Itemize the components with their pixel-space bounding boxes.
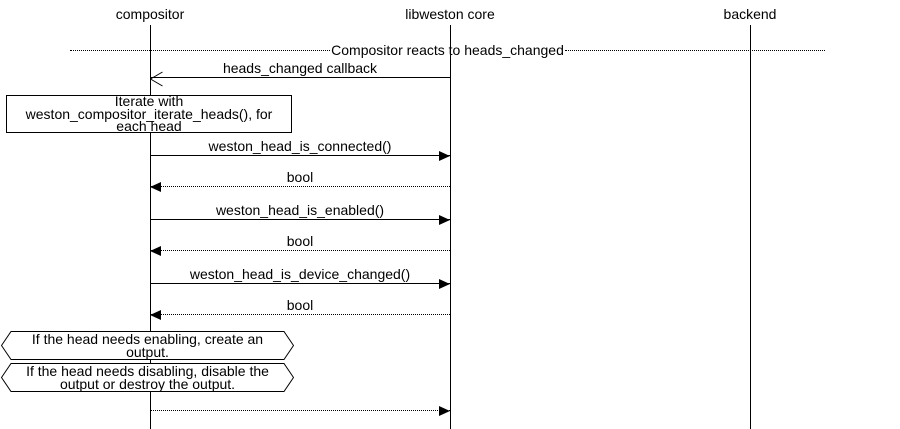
message-label: weston_head_is_connected()	[208, 138, 392, 154]
note-line-3: each head	[116, 118, 182, 135]
message-line	[150, 151, 450, 161]
condition-line-2: output or destroy the output.	[59, 375, 236, 392]
message-weston-head-is-connected: weston_head_is_connected()	[150, 138, 450, 161]
filled-arrowhead-left-icon	[150, 182, 161, 192]
message-weston-head-is-device-changed: weston_head_is_device_changed()	[150, 266, 450, 289]
lifeline-compositor	[149, 25, 151, 429]
message-line	[150, 215, 450, 225]
open-arrowhead-left-icon	[150, 71, 163, 86]
message-label: bool	[286, 169, 314, 185]
message-heads-changed-callback: heads_changed callback	[150, 60, 450, 86]
participant-label-libweston-core: libweston core	[405, 6, 495, 22]
condition-line-1: If the head needs disabling, disable the	[26, 362, 269, 379]
participant-label-compositor: compositor	[115, 6, 185, 22]
participant-label-backend: backend	[723, 6, 777, 22]
divider-label: Compositor reacts to heads_changed	[331, 42, 564, 58]
condition-head-needs-enabling: If the head needs enabling, create an ou…	[1, 331, 294, 360]
filled-arrowhead-right-icon	[439, 406, 450, 416]
filled-arrowhead-right-icon	[439, 279, 450, 289]
filled-arrowhead-right-icon	[439, 215, 450, 225]
note-iterate-heads: Iterate with weston_compositor_iterate_h…	[6, 95, 292, 133]
message-label: weston_head_is_enabled()	[215, 202, 385, 218]
message-line	[150, 246, 450, 256]
message-line	[150, 310, 450, 320]
condition-line-1: If the head needs enabling, create an	[31, 330, 264, 347]
divider-compositor-reacts: Compositor reacts to heads_changed	[70, 42, 826, 58]
message-line	[150, 406, 450, 416]
message-bool-return-1: bool	[150, 169, 450, 192]
hexagon-outline-icon	[1, 363, 294, 392]
message-label: weston_head_is_device_changed()	[189, 266, 411, 282]
note-line-1: Iterate with	[114, 93, 184, 110]
message-bool-return-3: bool	[150, 297, 450, 320]
message-bool-return-2: bool	[150, 233, 450, 256]
lifeline-libweston-core	[449, 25, 451, 429]
filled-arrowhead-left-icon	[150, 310, 161, 320]
lifeline-backend	[749, 25, 751, 429]
filled-arrowhead-right-icon	[439, 151, 450, 161]
message-line	[150, 182, 450, 192]
note-line-2: weston_compositor_iterate_heads(), for	[25, 105, 273, 122]
condition-head-needs-disabling: If the head needs disabling, disable the…	[1, 363, 294, 392]
message-line	[150, 71, 450, 86]
divider-dotted-line-left	[70, 49, 331, 51]
condition-line-2: output.	[126, 343, 169, 360]
message-label: bool	[286, 233, 314, 249]
message-line	[150, 279, 450, 289]
hexagon-outline-icon	[1, 331, 294, 360]
message-label: bool	[286, 297, 314, 313]
message-final-dotted	[150, 406, 450, 416]
divider-dotted-line-right	[564, 49, 826, 51]
filled-arrowhead-left-icon	[150, 246, 161, 256]
message-weston-head-is-enabled: weston_head_is_enabled()	[150, 202, 450, 225]
message-label: heads_changed callback	[222, 60, 378, 76]
